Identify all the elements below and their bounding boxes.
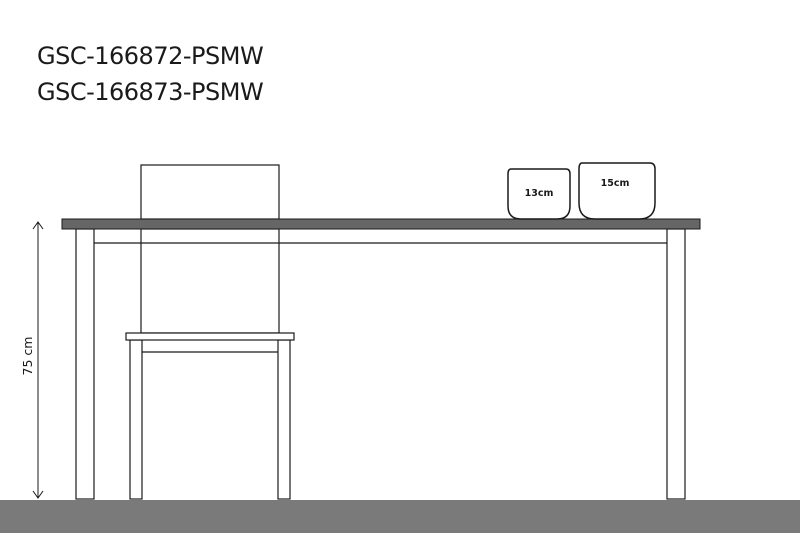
- chair-frame: [129, 228, 291, 500]
- tabletop: [61, 218, 701, 230]
- pot-13cm-label: 13cm: [525, 188, 554, 199]
- product-codes: GSC-166872-PSMW GSC-166873-PSMW: [37, 38, 264, 110]
- pot-15cm: [578, 162, 656, 220]
- floor: [0, 500, 800, 533]
- pot-15cm-label: 15cm: [601, 178, 630, 189]
- product-code-2: GSC-166873-PSMW: [37, 78, 264, 106]
- chair-backrest: [140, 164, 280, 220]
- product-code-1: GSC-166872-PSMW: [37, 42, 264, 70]
- pot-13cm: [507, 168, 571, 220]
- table-frame: [75, 228, 686, 500]
- height-dimension-label: 75 cm: [20, 337, 35, 376]
- chair-seat: [125, 332, 295, 341]
- height-dimension-arrow: [32, 221, 44, 499]
